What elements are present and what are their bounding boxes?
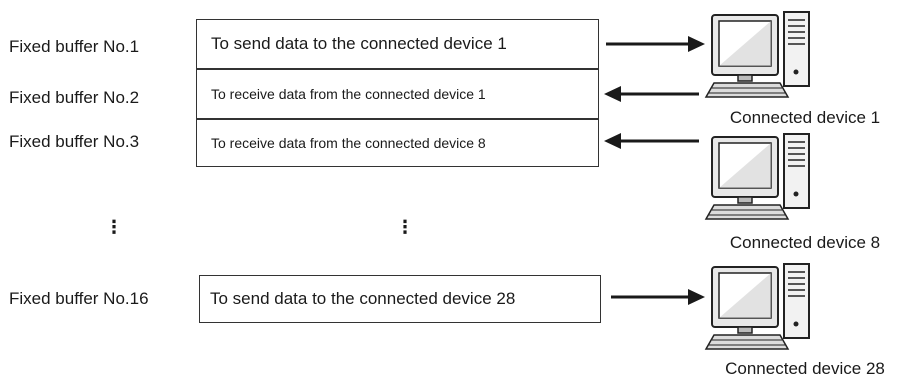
- ellipsis-left: ⋮: [105, 217, 123, 237]
- arrow-receive-device-1: [604, 86, 699, 102]
- device-caption-28: Connected device 28: [725, 359, 885, 378]
- computer-icon: [704, 133, 810, 220]
- arrow-receive-device-8: [604, 133, 699, 149]
- buffer-desc-16: To send data to the connected device 28: [210, 289, 516, 308]
- buffer-desc-2: To receive data from the connected devic…: [211, 86, 486, 102]
- buffer-label-2: Fixed buffer No.2: [9, 88, 140, 107]
- computer-icon: [704, 11, 810, 98]
- buffer-box-3: To receive data from the connected devic…: [196, 119, 599, 167]
- buffer-desc-3: To receive data from the connected devic…: [211, 135, 486, 151]
- computer-icon: [704, 263, 810, 350]
- buffer-label-3: Fixed buffer No.3: [9, 132, 140, 151]
- buffer-label-16: Fixed buffer No.16: [9, 289, 149, 308]
- buffer-box-2: To receive data from the connected devic…: [196, 69, 599, 119]
- device-caption-8: Connected device 8: [729, 233, 881, 252]
- ellipsis-middle: ⋮: [396, 217, 414, 237]
- buffer-box-16: To send data to the connected device 28: [199, 275, 601, 323]
- arrow-send-device-28: [611, 289, 705, 305]
- buffer-box-1: To send data to the connected device 1: [196, 19, 599, 69]
- buffer-label-1: Fixed buffer No.1: [9, 37, 140, 56]
- arrow-send-device-1: [606, 36, 705, 52]
- buffer-desc-1: To send data to the connected device 1: [211, 34, 507, 53]
- device-caption-1: Connected device 1: [729, 108, 881, 127]
